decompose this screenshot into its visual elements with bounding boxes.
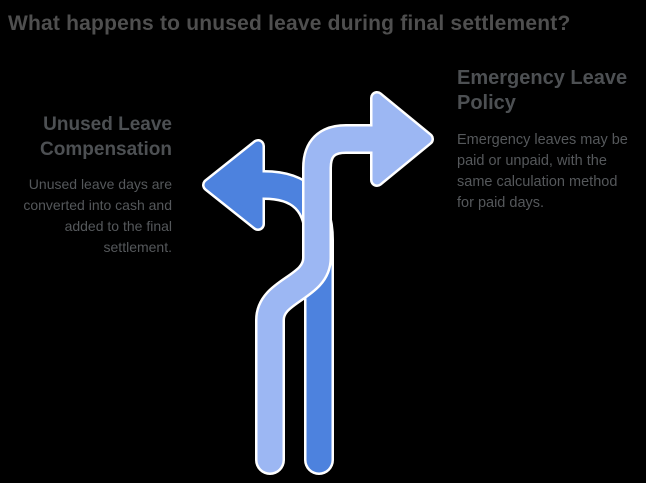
page-title: What happens to unused leave during fina… (8, 12, 571, 35)
section-body-right: Emergency leaves may be paid or unpaid, … (457, 132, 628, 211)
section-emergency-leave-policy: Emergency Leave Policy Emergency leaves … (457, 66, 639, 214)
section-body-left: Unused leave days are converted into cas… (23, 176, 172, 255)
right-arrow-icon (255, 91, 434, 475)
section-unused-leave-compensation: Unused Leave Compensation Unused leave d… (10, 112, 172, 258)
section-heading-right: Emergency Leave Policy (457, 67, 628, 114)
section-heading-left: Unused Leave Compensation (40, 114, 172, 160)
